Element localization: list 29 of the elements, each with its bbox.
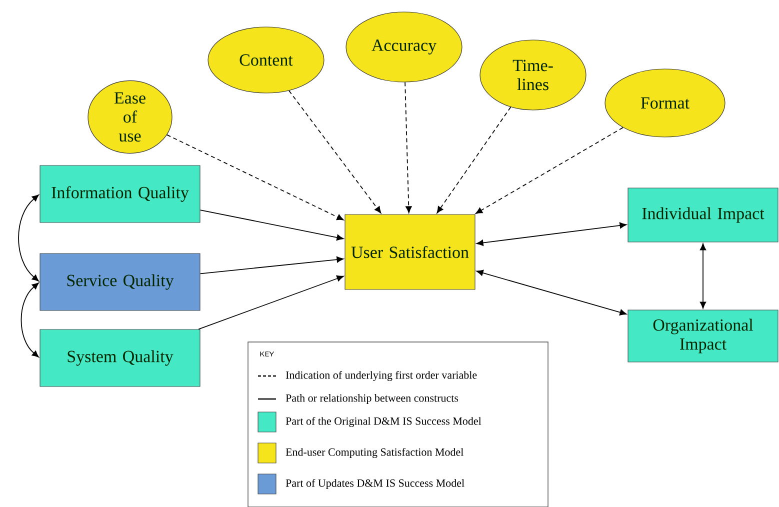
legend-text: Part of the Original D&M IS Success Model [286,416,482,428]
legend-text: End-user Computing Satisfaction Model [286,448,464,458]
arrow [20,282,39,358]
process-box: Information Quality [40,165,200,223]
process-box: Service Quality [40,253,200,311]
oval-node: Format [604,68,726,138]
oval-node: Time-lines [480,40,586,110]
legend-text: Part of Updates D&M IS Success Model [286,478,464,490]
arrow [476,127,624,214]
arrow [200,256,344,274]
process-box: System Quality [40,329,200,387]
process-box: Individual Impact [628,188,778,242]
arrow [404,82,412,214]
legend-text: Path or relationship between constructs [286,394,458,404]
legend-text: Indication of underlying first order variable [286,370,477,382]
arrow [198,275,344,330]
process-box: Organizational Impact [628,310,778,362]
oval-node: Ease of use [88,80,172,154]
process-box: User Satisfaction [344,214,476,290]
arrow [200,210,344,241]
arrow [476,270,627,316]
arrow [700,243,706,309]
arrow [436,106,512,214]
arrow [18,194,39,282]
arrow [476,222,627,246]
oval-node: Accuracy [346,12,462,82]
arrow [288,90,382,214]
oval-node: Content [208,26,324,94]
arrow [166,134,344,220]
